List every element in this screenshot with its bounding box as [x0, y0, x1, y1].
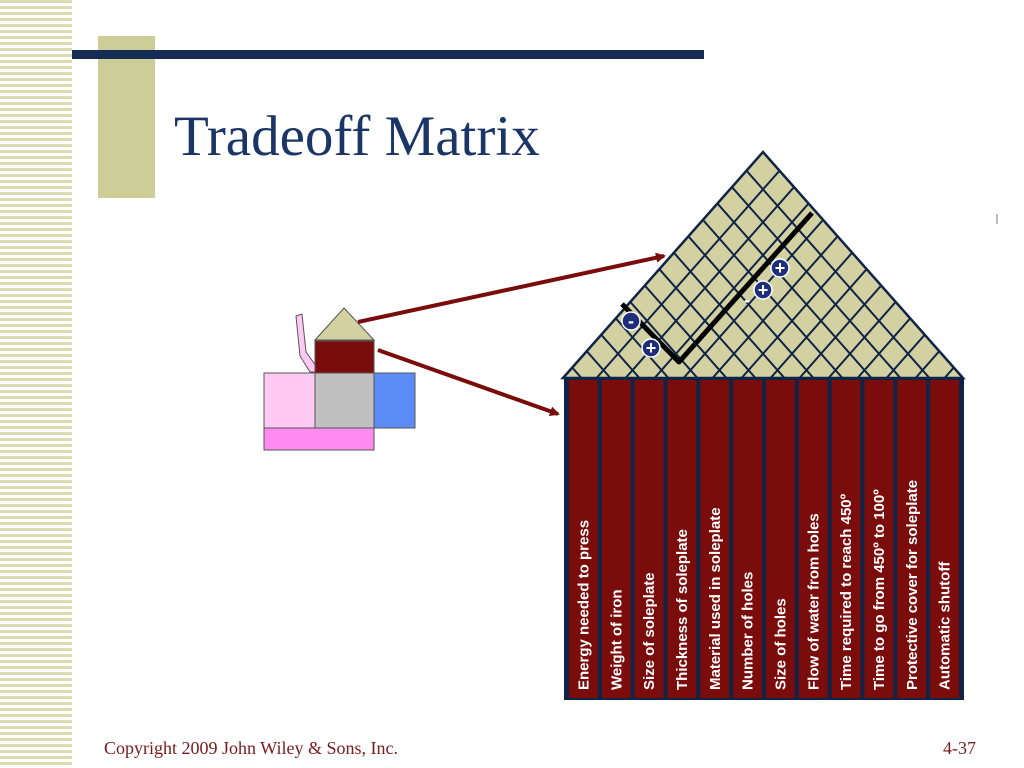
lattice-line — [563, 152, 680, 378]
requirement-label: Flow of water from holes — [805, 513, 822, 690]
lattice-line — [581, 152, 883, 378]
small-house-roof — [313, 307, 376, 341]
title-accent-block — [98, 36, 155, 198]
requirement-column — [864, 380, 894, 698]
lattice-line — [610, 152, 912, 378]
requirement-column — [831, 380, 861, 698]
technical-requirements-columns: Energy needed to press Weight of iron Size… — [564, 378, 964, 700]
correlation-sign: + — [646, 338, 657, 358]
correlation-marker — [621, 311, 641, 331]
correlation-marker — [753, 280, 773, 300]
arrow-to-columns — [377, 348, 560, 417]
requirement-label: Size of holes — [772, 598, 789, 690]
requirement-column — [930, 380, 959, 698]
requirement-column — [569, 380, 598, 698]
copyright-footer: Copyright 2009 John Wiley & Sons, Inc. — [104, 738, 398, 758]
lattice-line — [817, 152, 963, 378]
requirement-column — [766, 380, 795, 698]
small-house-ceiling-block — [314, 340, 375, 374]
lattice-line — [585, 152, 887, 378]
requirement-column — [700, 380, 730, 698]
correlation-roof: -+-++ — [560, 150, 966, 380]
lattice-line — [563, 152, 651, 378]
small-house-left-room — [263, 372, 316, 429]
tradeoff-path — [620, 211, 814, 365]
small-house-icon — [263, 307, 416, 451]
requirement-column — [667, 380, 697, 698]
small-house-center-room — [314, 372, 375, 429]
lattice-line — [563, 152, 738, 378]
requirement-label: Energy needed to press — [575, 520, 592, 690]
small-house-right-room — [373, 372, 416, 429]
requirement-column — [601, 380, 631, 698]
lattice-line — [933, 152, 963, 378]
lattice-line — [614, 152, 916, 378]
small-house-chimney — [295, 313, 317, 373]
requirement-label: Number of holes — [740, 572, 757, 690]
requirement-column — [733, 380, 762, 698]
edge-tick-mark — [996, 214, 998, 224]
correlation-signs: -+-++ — [621, 258, 790, 358]
correlation-sign: - — [744, 290, 750, 310]
page-number: 4-37 — [943, 738, 976, 758]
requirement-column — [897, 380, 927, 698]
left-stripe-decoration — [0, 0, 72, 768]
requirement-column — [798, 380, 828, 698]
requirement-label: Thickness of soleplate — [674, 529, 691, 690]
lattice-line — [639, 152, 941, 378]
requirement-label: Protective cover for soleplate — [904, 480, 921, 690]
title-rule — [72, 50, 704, 59]
requirement-label: Time to go from 450º to 100º — [871, 489, 888, 690]
requirement-label: Size of soleplate — [641, 572, 658, 690]
correlation-sign: + — [758, 280, 769, 300]
lattice-line — [563, 152, 709, 378]
requirement-label: Time required to reach 450º — [838, 493, 855, 690]
arrow-to-roof — [357, 252, 666, 324]
slide-title: Tradeoff Matrix — [174, 105, 540, 168]
lattice-line — [643, 152, 945, 378]
requirement-label: Weight of iron — [608, 589, 625, 690]
requirement-label: Automatic shutoff — [937, 561, 954, 690]
requirement-label: Material used in soleplate — [707, 507, 724, 690]
correlation-sign: + — [775, 258, 786, 278]
requirement-column — [634, 380, 664, 698]
correlation-sign: - — [628, 311, 634, 331]
correlation-marker — [641, 338, 661, 358]
correlation-marker — [770, 258, 790, 278]
lattice-line — [846, 152, 963, 378]
small-house-basement — [263, 427, 375, 451]
